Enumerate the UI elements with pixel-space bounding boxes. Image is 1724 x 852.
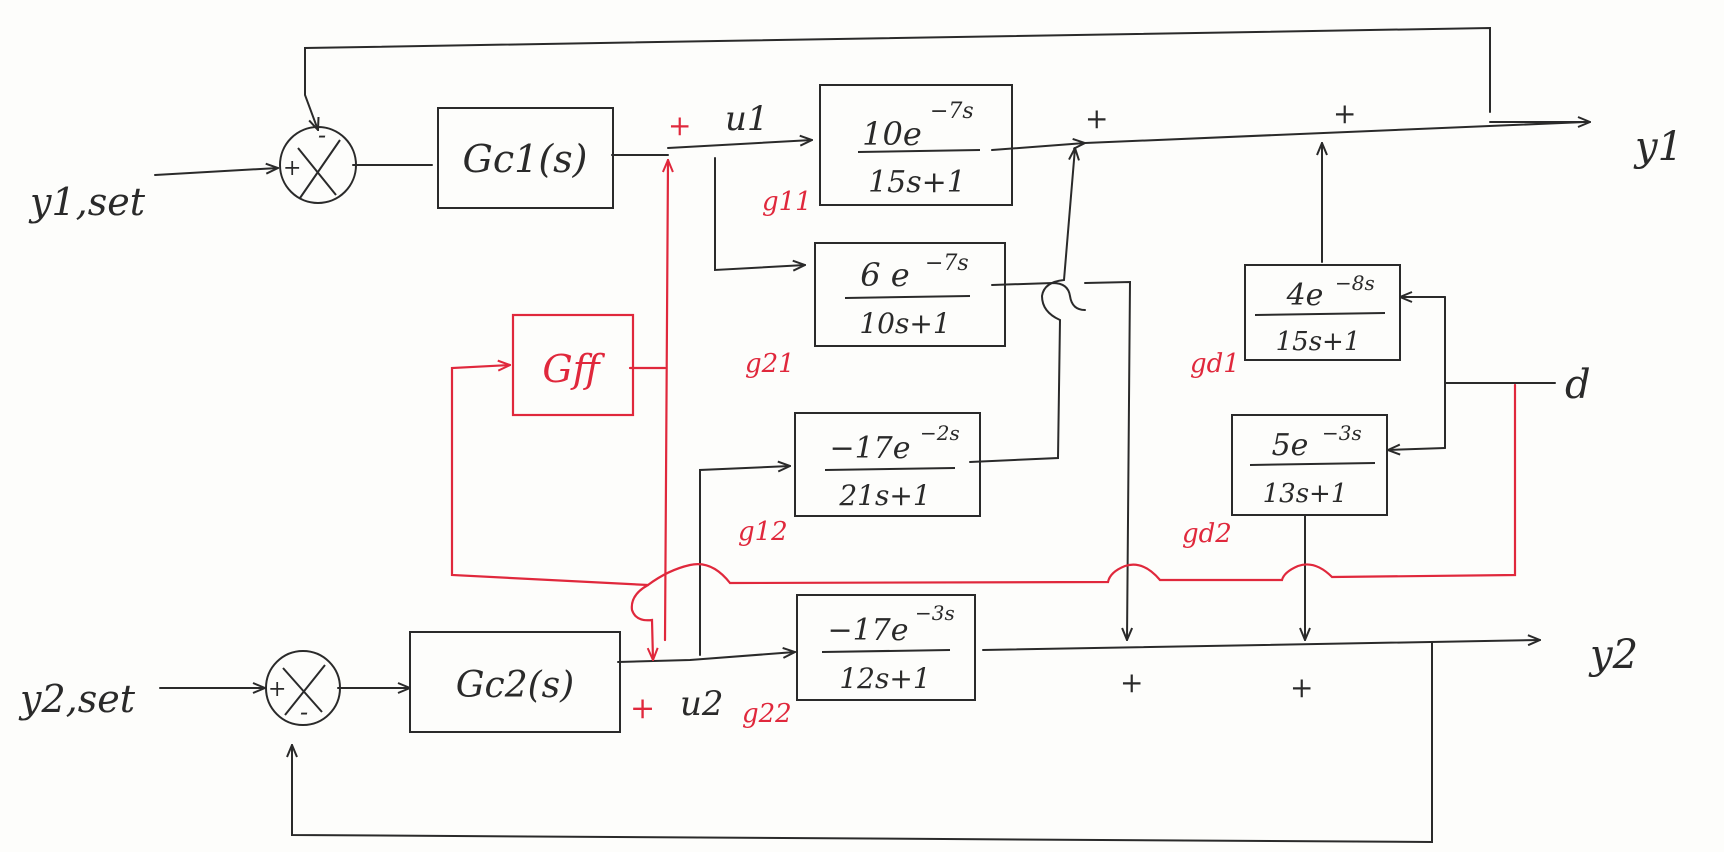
g11-output-line <box>991 143 1085 151</box>
u2-to-g12-line <box>699 466 790 656</box>
y1-label: y1 <box>1633 124 1683 170</box>
gc1-block: Gc1(s) <box>437 107 614 209</box>
u1-to-g11-line <box>667 140 812 149</box>
g12-numerator: −17e <box>829 431 910 466</box>
gd2-numerator: 5e <box>1272 428 1309 463</box>
y2-sum-b-sign: + <box>1290 671 1313 704</box>
gc1-label: Gc1(s) <box>463 137 588 181</box>
g21-exponent: −7s <box>925 251 969 276</box>
gd1-name-label: gd1 <box>1190 349 1240 379</box>
g12-denominator: 21s+1 <box>838 479 930 512</box>
gd1-block: 4e −8s 15s+1 <box>1244 264 1401 361</box>
g11-denominator: 15s+1 <box>868 165 966 200</box>
d-label: d <box>1565 362 1591 408</box>
summer1-minus-sign: - <box>318 121 326 149</box>
y1-sum-a-sign: + <box>1085 102 1108 135</box>
gd2-name-label: gd2 <box>1182 519 1232 549</box>
y1-sum-b-sign: + <box>1333 97 1356 130</box>
g11-name-label: g11 <box>762 187 812 217</box>
summer2-plus-sign: + <box>268 677 286 702</box>
y1set-line <box>154 168 278 176</box>
u1-plus-sign: + <box>668 109 691 142</box>
g11-numerator: 10e <box>862 115 922 153</box>
g22-exponent: −3s <box>915 601 955 625</box>
g21-numerator: 6 e <box>860 256 909 294</box>
y1set-label: y1,set <box>28 180 146 224</box>
red-wiring <box>450 158 1517 660</box>
ff-input-line <box>450 365 1517 587</box>
y2set-label: y2,set <box>18 677 136 721</box>
g11-exponent: −7s <box>930 99 974 124</box>
g22-name-label: g22 <box>742 699 792 729</box>
black-wiring <box>154 26 1591 844</box>
g12-name-label: g12 <box>738 517 788 547</box>
gd1-denominator: 15s+1 <box>1276 327 1361 357</box>
gd2-exponent: −3s <box>1322 421 1362 445</box>
g22-numerator: −17e <box>827 613 908 648</box>
u1-label: u1 <box>725 99 769 139</box>
gff-block: Gff <box>511 313 635 417</box>
g21-denominator: 10s+1 <box>859 307 950 340</box>
y2-sum-a-sign: + <box>1120 666 1143 699</box>
gff-label: Gff <box>542 347 605 391</box>
g21-output-line <box>991 280 1130 640</box>
u2-label: u2 <box>680 684 724 724</box>
summer-2: + - <box>265 650 341 726</box>
u2-plus-sign: + <box>630 691 655 726</box>
y1-main-line <box>1084 121 1586 144</box>
g12-exponent: −2s <box>920 421 960 445</box>
gd1-numerator: 4e <box>1286 278 1324 313</box>
g12-output-line <box>969 148 1075 463</box>
g22-block: −17e −3s 12s+1 <box>796 594 976 701</box>
g22-denominator: 12s+1 <box>839 662 930 695</box>
g12-block: −17e −2s 21s+1 <box>794 412 981 517</box>
g21-block: 6 e −7s 10s+1 <box>814 242 1006 347</box>
y2-label: y2 <box>1588 632 1638 678</box>
gd1-exponent: −8s <box>1335 271 1375 295</box>
summer1-plus-sign: + <box>283 156 301 181</box>
gd2-denominator: 13s+1 <box>1263 479 1348 509</box>
y2-main-line <box>982 640 1540 651</box>
summer-1: + - <box>279 121 357 204</box>
g11-block: 10e −7s 15s+1 <box>819 84 1013 206</box>
ff-to-u1-line <box>665 158 668 642</box>
gd2-block: 5e −3s 13s+1 <box>1231 414 1388 516</box>
gc2-to-g22-line <box>617 652 795 663</box>
summer2-minus-sign: - <box>300 698 308 726</box>
u1-to-g21-line <box>714 157 805 270</box>
gc2-block: Gc2(s) <box>409 631 621 733</box>
y2-feedback-line <box>292 641 1433 844</box>
d-to-gd2-line <box>1388 448 1446 450</box>
ff-to-u2-line <box>630 583 653 660</box>
gc2-label: Gc2(s) <box>456 665 574 706</box>
g21-name-label: g21 <box>745 349 795 379</box>
